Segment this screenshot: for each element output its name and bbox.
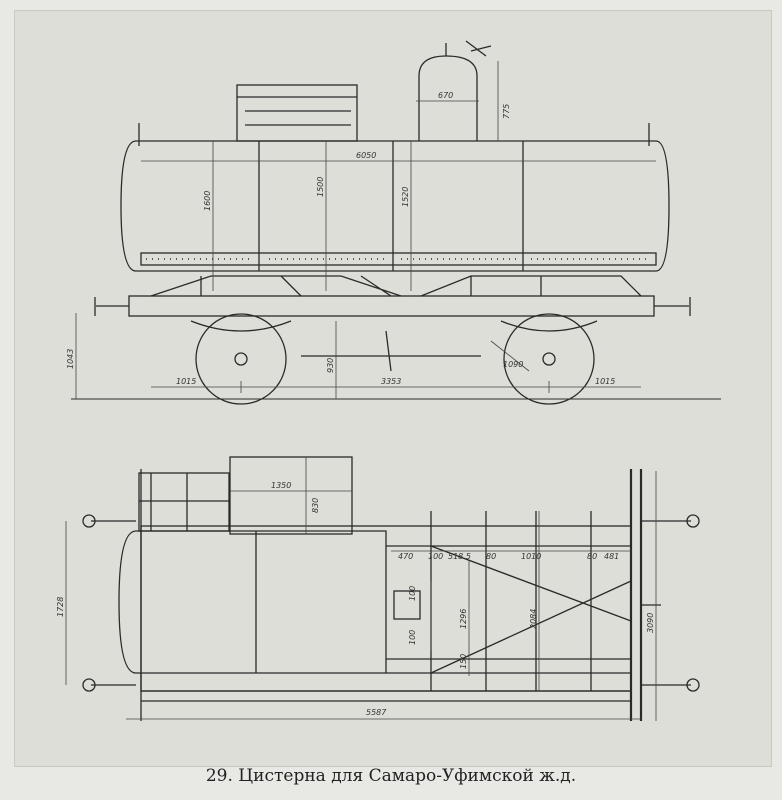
dim-dome-width: 670 (438, 91, 453, 100)
dim-height-c: 1520 (401, 187, 410, 207)
dim-axle-height: 930 (326, 358, 335, 373)
left-wheel (195, 313, 287, 405)
dim-width-inner: 2084 (529, 609, 538, 629)
side-view (71, 40, 721, 405)
dim-dome-height: 775 (502, 104, 511, 119)
right-wheel (503, 313, 595, 405)
top-platform (236, 84, 358, 142)
dim-width-left: 1728 (56, 597, 65, 617)
dim-seg5: 1010 (521, 552, 541, 561)
dim-width-mid: 1296 (459, 609, 468, 629)
dim-seg6: 80 (587, 552, 597, 561)
dim-wheelbase: 3353 (381, 377, 401, 386)
dim-small-a: 100 (408, 586, 417, 601)
figure-caption: 29. Цистерна для Самаро-Уфимской ж.д. (205, 766, 577, 786)
dim-width-right: 3090 (646, 613, 655, 633)
dim-small-b: 100 (408, 630, 417, 645)
tank-body (120, 140, 670, 272)
dim-tank-length: 6050 (356, 151, 376, 160)
tank-plan (118, 530, 387, 674)
tank-car-drawing: 670 775 6050 1600 1500 1520 1043 930 109… (56, 40, 721, 721)
dim-seg1: 470 (398, 552, 413, 561)
dim-small-c: 150 (459, 654, 468, 669)
dim-height-b: 1500 (316, 177, 325, 197)
dim-wheel-dia: 1090 (503, 360, 523, 369)
dim-platform-len: 1350 (271, 481, 291, 490)
dim-overhang-left: 1015 (176, 377, 196, 386)
drawing-sheet: 670 775 6050 1600 1500 1520 1043 930 109… (14, 10, 772, 767)
tank-band (140, 252, 657, 266)
plan-platform (229, 456, 353, 535)
dim-overall-height: 1043 (66, 349, 75, 369)
dim-seg7: 481 (604, 552, 619, 561)
dim-overhang-right: 1015 (595, 377, 615, 386)
dim-platform-w: 830 (311, 498, 320, 513)
dim-seg3: 518.5 (448, 552, 471, 561)
plan-view (82, 456, 700, 721)
dim-seg4: 80 (486, 552, 496, 561)
underframe (128, 295, 655, 317)
dim-overall-len: 5587 (366, 708, 387, 717)
dim-seg2: 100 (428, 552, 443, 561)
dim-height-a: 1600 (203, 191, 212, 211)
